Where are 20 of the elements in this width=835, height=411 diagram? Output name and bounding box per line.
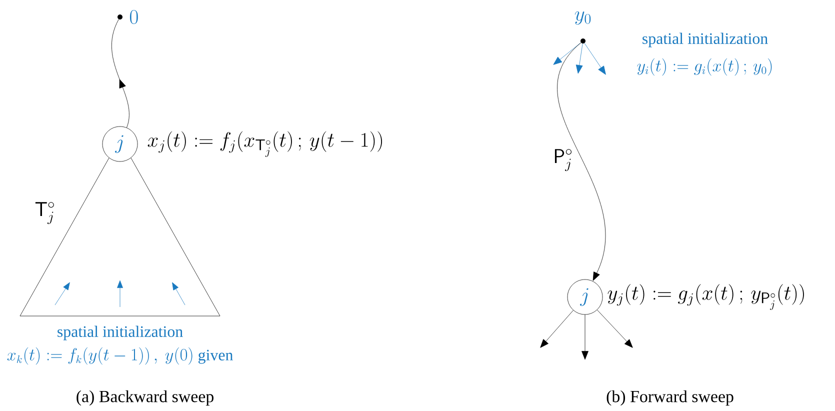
- root-label: $y_0$: [574, 11, 591, 25]
- equation: $x_j(t) := f_j(x_{\mathsf{T}^\circ_j}(t)\,;\, y(t-1))$: [148, 131, 382, 157]
- subfigure-caption: (b) Forward sweep: [606, 390, 734, 406]
- equation: $y_j(t) := g_j(x(t)\,;\, y_{\mathsf{P}^\circ_j}(t))$: [608, 284, 804, 310]
- arrow: [540, 310, 574, 348]
- subfigure-caption: (a) Backward sweep: [76, 390, 214, 406]
- edge-label: $\mathsf{P}^\circ_j$: [552, 148, 574, 172]
- root-label: $0$: [130, 10, 138, 24]
- arrow: [596, 310, 633, 348]
- arrow: [553, 42, 582, 65]
- arrow: [576, 43, 583, 74]
- subtree-label: $\mathsf{T}^\circ_j$: [35, 202, 54, 224]
- arrow: [557, 42, 606, 281]
- annotation-text: spatial initialization: [642, 32, 768, 48]
- equation: $x_k(t) := f_k(y(t-1))\,,\ y(0)\ \text{given}$: [7, 347, 233, 365]
- arrow: [582, 314, 588, 360]
- arrow: [584, 43, 606, 75]
- arrow: [112, 19, 130, 128]
- annotation-text: spatial initialization: [58, 326, 183, 340]
- equation: $y_i(t) := g_i(x(t)\,;\, y_0)$: [637, 58, 772, 76]
